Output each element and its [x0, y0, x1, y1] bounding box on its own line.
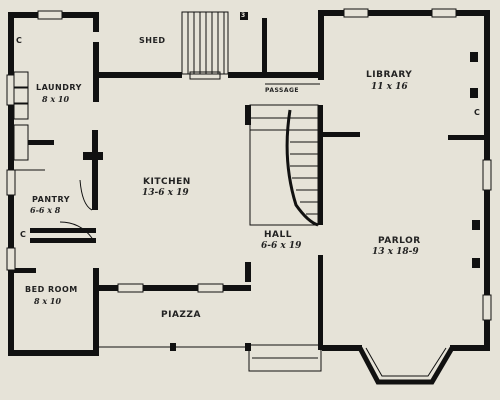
step-marker-label: 3: [241, 12, 246, 19]
pantry-door-swing: [59, 221, 93, 239]
window-kitchen-top: [189, 71, 221, 80]
parlor-label: PARLOR: [378, 236, 421, 246]
library-label: LIBRARY: [366, 70, 413, 80]
chimney: [83, 152, 103, 160]
piazza-label: PIAZZA: [161, 310, 201, 320]
window-laundry-top: [37, 10, 63, 20]
wall-bedroom-bottom: [8, 350, 98, 356]
laundry-tub-1: [13, 71, 29, 88]
wall-parlor-bottom-left: [322, 345, 362, 351]
parlor-bay-window-inner: [365, 347, 447, 377]
laundry-tub-2: [13, 87, 29, 104]
passage-label: PASSAGE: [265, 87, 300, 94]
wall-closet-bottom: [30, 238, 96, 243]
thin-lines: [14, 78, 322, 372]
laundry-sink: [13, 124, 29, 161]
wall-library-step: [322, 132, 360, 137]
wall-hall-right: [318, 105, 323, 225]
wall-kitchen-left: [92, 130, 98, 210]
windows: [6, 8, 492, 321]
piazza-post-right: [245, 343, 251, 351]
kitchen-label: KITCHEN: [143, 177, 191, 187]
wall-parlor-bottom-right: [450, 345, 490, 351]
kitchen-door-swing: [79, 179, 93, 211]
wall-library-top: [318, 10, 488, 16]
pantry-label: PANTRY: [32, 195, 70, 204]
front-steps: [248, 344, 322, 372]
window-bedroom-side: [6, 247, 16, 271]
bedroom-label: BED ROOM: [25, 285, 78, 294]
kitchen-size: 13-6 x 19: [142, 188, 189, 198]
wall-bedroom-top-left: [14, 268, 36, 273]
wall-library-bottom: [448, 135, 486, 140]
hall-size: 6-6 x 19: [261, 241, 302, 251]
pantry-size: 6-6 x 8: [30, 205, 61, 215]
window-parlor-right: [482, 159, 492, 191]
wall-shed-right: [262, 18, 267, 76]
window-kitchen-piazza-right: [197, 283, 224, 293]
wall-library-left: [318, 10, 324, 80]
wall-laundry-right-lower: [93, 42, 99, 102]
stair-outline: [249, 104, 319, 226]
laundry-label: LAUNDRY: [36, 83, 82, 92]
wall-bedroom-right: [93, 268, 99, 356]
laundry-size: 8 x 10: [42, 94, 70, 104]
closet-top-label: C: [16, 36, 23, 45]
main-staircase: [249, 104, 319, 227]
wall-laundry-bottom: [14, 140, 54, 145]
wall-hall-left-upper: [245, 105, 251, 125]
window-library-top-right: [431, 8, 457, 18]
library-size: 11 x 16: [371, 82, 408, 92]
laundry-tubs: [13, 71, 29, 161]
wall-shed-bottom-left: [97, 72, 182, 78]
window-pantry-side: [6, 169, 16, 196]
library-fireplace-top: [470, 52, 478, 62]
window-kitchen-piazza-left: [117, 283, 144, 293]
wall-pantry-bottom: [30, 228, 96, 233]
parlor-size: 13 x 18-9: [372, 247, 419, 257]
wall-shed-bottom-right: [228, 72, 323, 78]
bedroom-size: 8 x 10: [34, 296, 62, 306]
library-closet-label: C: [474, 108, 481, 117]
laundry-tub-3: [13, 103, 29, 120]
shed-stair: [181, 11, 229, 75]
stair-rail: [285, 109, 319, 227]
wall-laundry-right-upper: [93, 12, 99, 32]
step-marker-box: [240, 12, 248, 20]
parlor-fireplace-bottom: [472, 258, 480, 268]
wall-piazza-top: [97, 285, 251, 291]
closet-mid-label: C: [20, 230, 27, 239]
window-library-top-left: [343, 8, 369, 18]
hall-label: HALL: [264, 230, 292, 240]
wall-hall-left-lower: [245, 262, 251, 282]
library-fireplace-bottom: [470, 88, 478, 98]
shed-stair-outline: [181, 11, 229, 75]
window-parlor-right-lower: [482, 294, 492, 321]
wall-parlor-left: [318, 255, 323, 350]
parlor-bay-window: [357, 346, 455, 385]
parlor-fireplace-top: [472, 220, 480, 230]
shed-label: SHED: [139, 36, 166, 45]
